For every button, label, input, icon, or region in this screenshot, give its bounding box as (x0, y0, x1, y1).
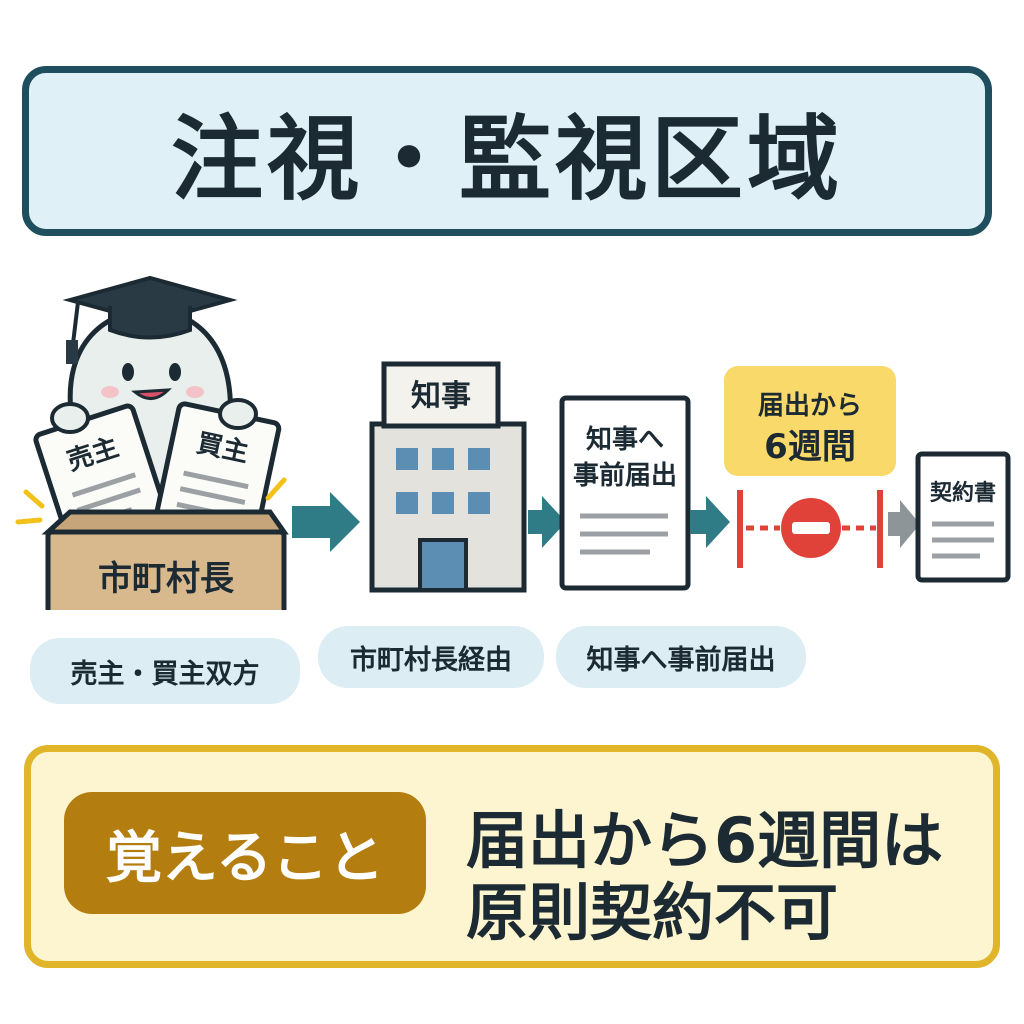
memo-line-1: 届出から6週間は (466, 804, 944, 877)
notice-document: 知事へ 事前届出 (559, 395, 691, 591)
flow-diagram: 売主 買主 市町村長 知事 (15, 275, 1011, 610)
arrow-right-icon (690, 496, 730, 548)
page-title: 注視・監視区域 (170, 105, 843, 213)
arrow-right-icon (888, 500, 920, 548)
waiting-period-label: 届出から 6週間 (724, 366, 896, 476)
caption-notice: 知事へ事前届出 (556, 626, 806, 688)
sparkle-icon (15, 477, 287, 525)
buyer-document: 買主 (154, 401, 282, 541)
notice-doc-line2: 事前届出 (573, 460, 677, 491)
contract-doc-label: 契約書 (929, 480, 996, 506)
arrow-right-icon (292, 492, 360, 552)
building-sign-label: 知事 (411, 379, 471, 414)
contract-document: 契約書 (915, 451, 1011, 583)
memo-line-2: 原則契約不可 (466, 876, 839, 949)
wait-label-line1: 届出から (758, 391, 862, 421)
notice-doc-line1: 知事へ (586, 425, 664, 455)
mayor-box-label: 市町村長 (98, 559, 235, 599)
title-banner: 注視・監視区域 (22, 66, 992, 236)
governor-building: 知事 (369, 361, 527, 593)
stop-barrier (737, 490, 883, 568)
caption-route: 市町村長経由 (318, 626, 544, 688)
caption-parties: 売主・買主双方 (30, 638, 300, 704)
arrow-right-icon (528, 496, 566, 548)
wait-label-line2: 6週間 (764, 427, 856, 467)
memo-badge: 覚えること (64, 792, 426, 914)
mayor-box: 市町村長 (41, 509, 289, 610)
